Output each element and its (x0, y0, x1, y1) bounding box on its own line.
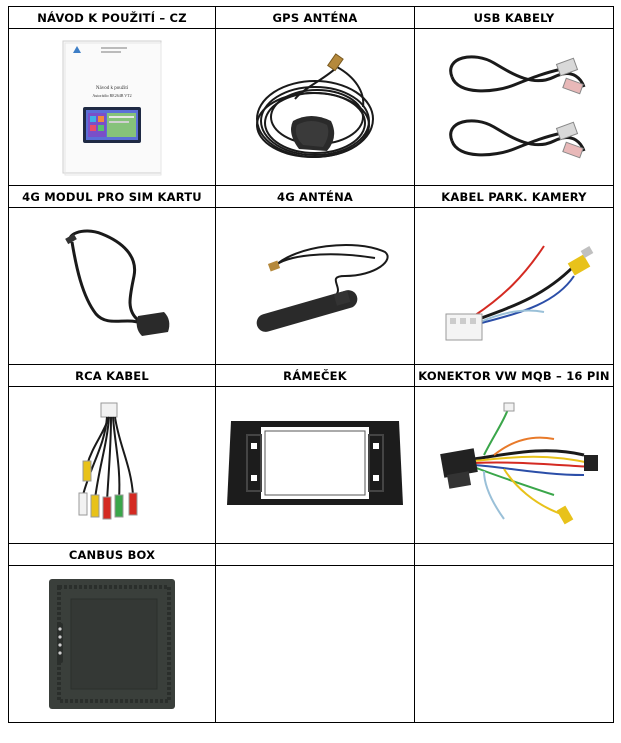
cell-label-gps-antenna: GPS ANTÉNA (215, 6, 415, 29)
cell-image-sim-module (8, 207, 216, 365)
cell-label-connector: KONEKTOR VW MQB – 16 PIN (414, 364, 614, 387)
camera-cable-icon (445, 245, 594, 341)
rca-cable-icon (78, 402, 138, 520)
cell-label-empty-2 (414, 543, 614, 566)
cell-image-manual: Návod k použití Autorádio RE264B VT2 (8, 28, 216, 186)
gps-antenna-icon (256, 53, 374, 158)
cell-image-4g-antenna (215, 207, 415, 365)
cell-label-camera-cable: KABEL PARK. KAMERY (414, 185, 614, 208)
frame-icon (227, 421, 403, 505)
cell-image-connector (414, 386, 614, 544)
cell-label-canbus-box: CANBUS BOX (8, 543, 216, 566)
cell-label-sim-module: 4G MODUL PRO SIM KARTU (8, 185, 216, 208)
cell-label-empty-1 (215, 543, 415, 566)
cell-label-4g-antenna: 4G ANTÉNA (215, 185, 415, 208)
manual-title: Návod k použití (96, 86, 129, 91)
cell-image-empty-2 (414, 565, 614, 723)
cell-image-camera-cable (414, 207, 614, 365)
cell-label-frame: RÁMEČEK (215, 364, 415, 387)
cell-image-rca-cable (8, 386, 216, 544)
cell-image-canbus-box (8, 565, 216, 723)
manual-subtitle: Autorádio RE264B VT2 (92, 93, 131, 98)
cell-image-empty-1 (215, 565, 415, 723)
contents-table: NÁVOD K POUŽITÍ – CZ GPS ANTÉNA USB KABE… (8, 6, 614, 723)
cell-image-frame (215, 386, 415, 544)
cell-image-usb-cables (414, 28, 614, 186)
cell-label-rca-cable: RCA KABEL (8, 364, 216, 387)
4g-antenna-icon (256, 243, 389, 332)
manual-booklet-icon: Návod k použití Autorádio RE264B VT2 (62, 40, 162, 176)
cell-image-gps-antenna (215, 28, 415, 186)
sim-module-icon (65, 229, 170, 336)
usb-cables-icon (449, 55, 586, 159)
cell-label-manual: NÁVOD K POUŽITÍ – CZ (8, 6, 216, 29)
cell-label-usb-cables: USB KABELY (414, 6, 614, 29)
canbus-box-icon (49, 579, 175, 709)
connector-harness-icon (440, 402, 598, 525)
